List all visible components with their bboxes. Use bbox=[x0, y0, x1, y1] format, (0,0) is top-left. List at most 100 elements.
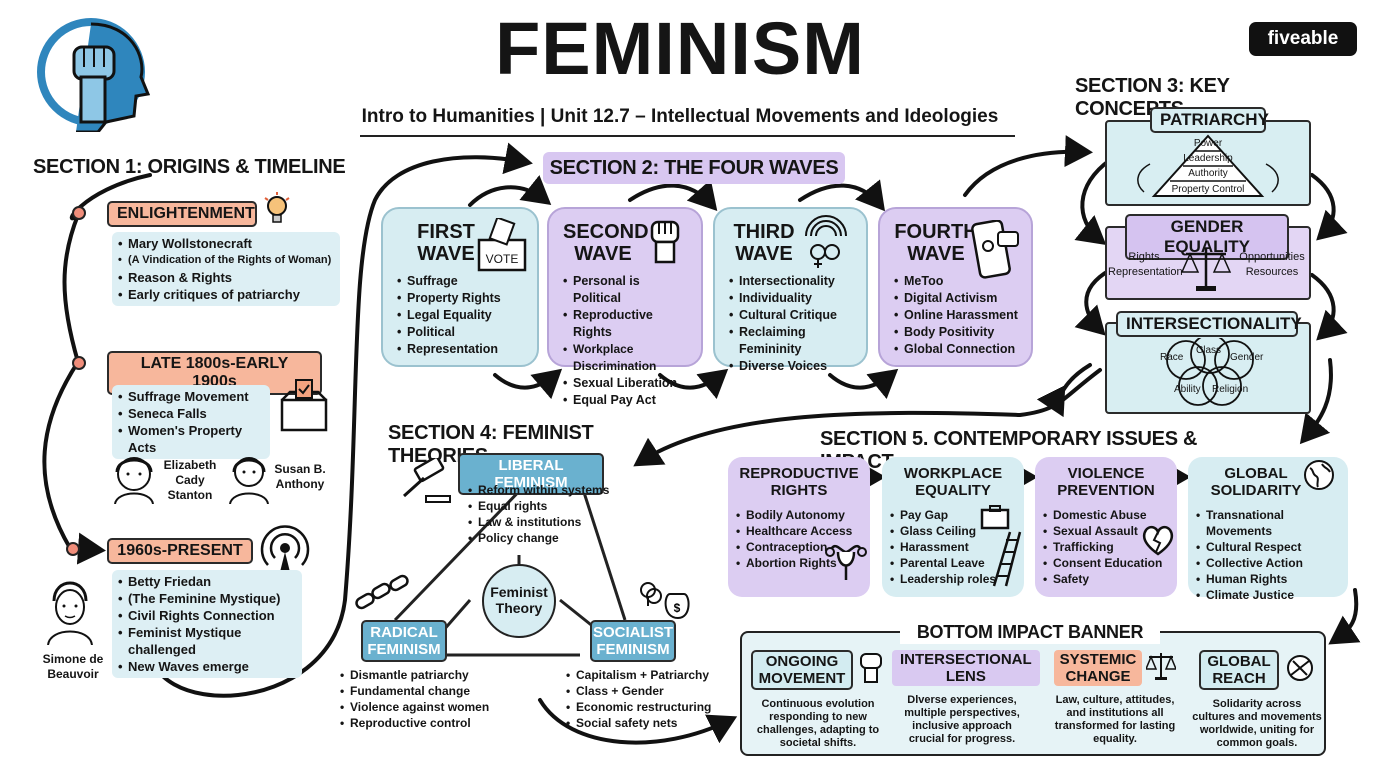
list-item: Suffrage Movement bbox=[118, 388, 264, 405]
banner-text-line: common goals. bbox=[1216, 737, 1298, 749]
banner-tag-line: ONGOING bbox=[765, 653, 839, 670]
list-item: Reason & Rights bbox=[118, 269, 334, 286]
list-item: Digital Activism bbox=[894, 290, 1021, 307]
scales-icon bbox=[1180, 244, 1232, 292]
portrait-anthony-icon bbox=[224, 450, 274, 505]
list-item: Glass Ceiling bbox=[890, 523, 1016, 539]
list-item: Transnational Movements bbox=[1196, 507, 1340, 539]
uterus-icon bbox=[822, 538, 870, 584]
theory-tag-socialist: SOCIALIST FEMINISM bbox=[590, 620, 676, 662]
issue-title-line: WORKPLACE bbox=[903, 465, 1003, 482]
list-item: Trafficking bbox=[1043, 539, 1169, 555]
figure-name-line: Beauvoir bbox=[47, 667, 99, 681]
list-item: Collective Action bbox=[1196, 555, 1340, 571]
wave-title-line: THIRD bbox=[733, 221, 795, 243]
portrait-stanton-icon bbox=[107, 452, 161, 505]
pyramid-level: Property Control bbox=[1171, 184, 1245, 195]
globe-icon bbox=[1302, 458, 1336, 492]
figure-name-line: Susan B. bbox=[274, 462, 326, 476]
wave-title: FOURTH WAVE bbox=[894, 221, 978, 265]
theory-center-label: Feminist Theory bbox=[482, 584, 556, 616]
list-item: Abortion Rights bbox=[736, 555, 862, 571]
banner-text-line: crucial for progress. bbox=[908, 733, 1016, 745]
list-item: Class + Gender bbox=[566, 683, 711, 699]
timeline-dot bbox=[72, 206, 86, 220]
list-item: Reproductive Rights bbox=[563, 307, 691, 341]
venn-label-race: Race bbox=[1160, 352, 1184, 363]
wave-title: THIRD WAVE bbox=[729, 221, 799, 265]
list-item: Body Positivity bbox=[894, 324, 1021, 341]
list-item: Social safety nets bbox=[566, 715, 711, 731]
list-item: Safety bbox=[1043, 571, 1169, 587]
wave-title: SECOND WAVE bbox=[563, 221, 649, 265]
issue-title: VIOLENCE PREVENTION bbox=[1043, 465, 1169, 499]
raised-fist-icon bbox=[857, 652, 885, 689]
wave-title: FIRST WAVE bbox=[411, 221, 481, 265]
timeline-dot bbox=[72, 356, 86, 370]
list-item: Sexual Assault bbox=[1043, 523, 1169, 539]
theory-tag-line: FEMINISM bbox=[596, 641, 670, 658]
banner-tag-line: MOVEMENT bbox=[758, 670, 846, 687]
list-item: Reproductive control bbox=[340, 715, 489, 731]
broken-heart-icon bbox=[1140, 522, 1176, 558]
banner-text-line: transformed for lasting bbox=[1054, 720, 1176, 732]
banner-text-line: societal shifts. bbox=[779, 737, 857, 749]
vote-label: VOTE bbox=[485, 252, 519, 266]
concept-tag-intersectionality: INTERSECTIONALITY bbox=[1116, 311, 1302, 337]
brand-logo[interactable]: fiveable bbox=[1249, 22, 1357, 56]
logo-fist-icon bbox=[36, 12, 166, 134]
pyramid-level: Leadership bbox=[1183, 153, 1233, 164]
era-tag-1960s: 1960s-PRESENT bbox=[107, 538, 253, 564]
pyramid-icon bbox=[1130, 134, 1286, 200]
banner-cell-global: GLOBAL REACH Solidarity across cultures … bbox=[1192, 650, 1322, 750]
list-item-continued: Representation bbox=[397, 341, 527, 358]
theory-center-line: Feminist bbox=[490, 584, 548, 600]
issue-title: GLOBAL SOLIDARITY bbox=[1196, 465, 1316, 499]
list-item: Individuality bbox=[729, 290, 856, 307]
list-item: Early critiques of patriarchy bbox=[118, 286, 334, 303]
list-item: Bodily Autonomy bbox=[736, 507, 862, 523]
page-title: FEMINISM bbox=[495, 7, 865, 90]
banner-tag: SYSTEMIC CHANGE bbox=[1053, 650, 1143, 686]
list-item: Violence against women bbox=[340, 699, 489, 715]
list-item: Equal rights bbox=[468, 498, 609, 514]
list-item: Personal is Political bbox=[563, 273, 691, 307]
banner-text: Continuous evolution responding to new c… bbox=[748, 698, 888, 750]
portrait-beauvoir-icon bbox=[40, 575, 100, 646]
list-item: Women's Property Acts bbox=[118, 422, 264, 456]
concept-tag-patriarchy: PATRIARCHY bbox=[1150, 107, 1269, 133]
issue-title-line: GLOBAL bbox=[1224, 465, 1288, 482]
banner-text-line: equality. bbox=[1093, 733, 1137, 745]
raised-fist-icon bbox=[646, 218, 684, 264]
issue-title-line: SOLIDARITY bbox=[1210, 482, 1302, 499]
figure-name-anthony: Susan B. Anthony bbox=[272, 462, 328, 492]
list-item: Domestic Abuse bbox=[1043, 507, 1169, 523]
wave-title-line: WAVE bbox=[907, 243, 965, 265]
list-item: Contraception bbox=[736, 539, 862, 555]
list-item: Reform within systems bbox=[468, 482, 609, 498]
venn-label-ability: Ability bbox=[1174, 384, 1201, 395]
banner-text-line: Solidarity across bbox=[1212, 698, 1302, 710]
banner-text-line: inclusive approach bbox=[912, 720, 1012, 732]
list-item: Feminist Mystique challenged bbox=[118, 624, 296, 658]
theory-center-circle bbox=[482, 564, 556, 638]
banner-heading: BOTTOM IMPACT BANNER bbox=[900, 620, 1160, 644]
list-item: Leadership roles bbox=[890, 571, 1016, 587]
svg-text:$: $ bbox=[674, 601, 681, 615]
timeline-dot bbox=[66, 542, 80, 556]
era-box-1960s: Betty Friedan (The Feminine Mystique) Ci… bbox=[112, 570, 302, 678]
figure-name-line: Simone de bbox=[42, 652, 104, 666]
section2-heading: SECTION 2: THE FOUR WAVES bbox=[543, 152, 845, 184]
lightbulb-icon bbox=[262, 192, 292, 228]
list-item: Workplace Discrimination bbox=[563, 341, 691, 375]
theory-tag-line: RADICAL bbox=[370, 624, 438, 641]
figure-name-line: Elizabeth bbox=[163, 458, 217, 472]
banner-tag: GLOBAL REACH bbox=[1199, 650, 1279, 690]
issue-title-line: VIOLENCE bbox=[1067, 465, 1145, 482]
scales-icon bbox=[1145, 651, 1178, 686]
gavel-icon bbox=[398, 455, 454, 504]
pyramid-level: Authority bbox=[1188, 168, 1228, 179]
list-item: Consent Education bbox=[1043, 555, 1169, 571]
gender-money-icon: $ bbox=[634, 574, 690, 620]
list-item: Law & institutions bbox=[468, 514, 609, 530]
